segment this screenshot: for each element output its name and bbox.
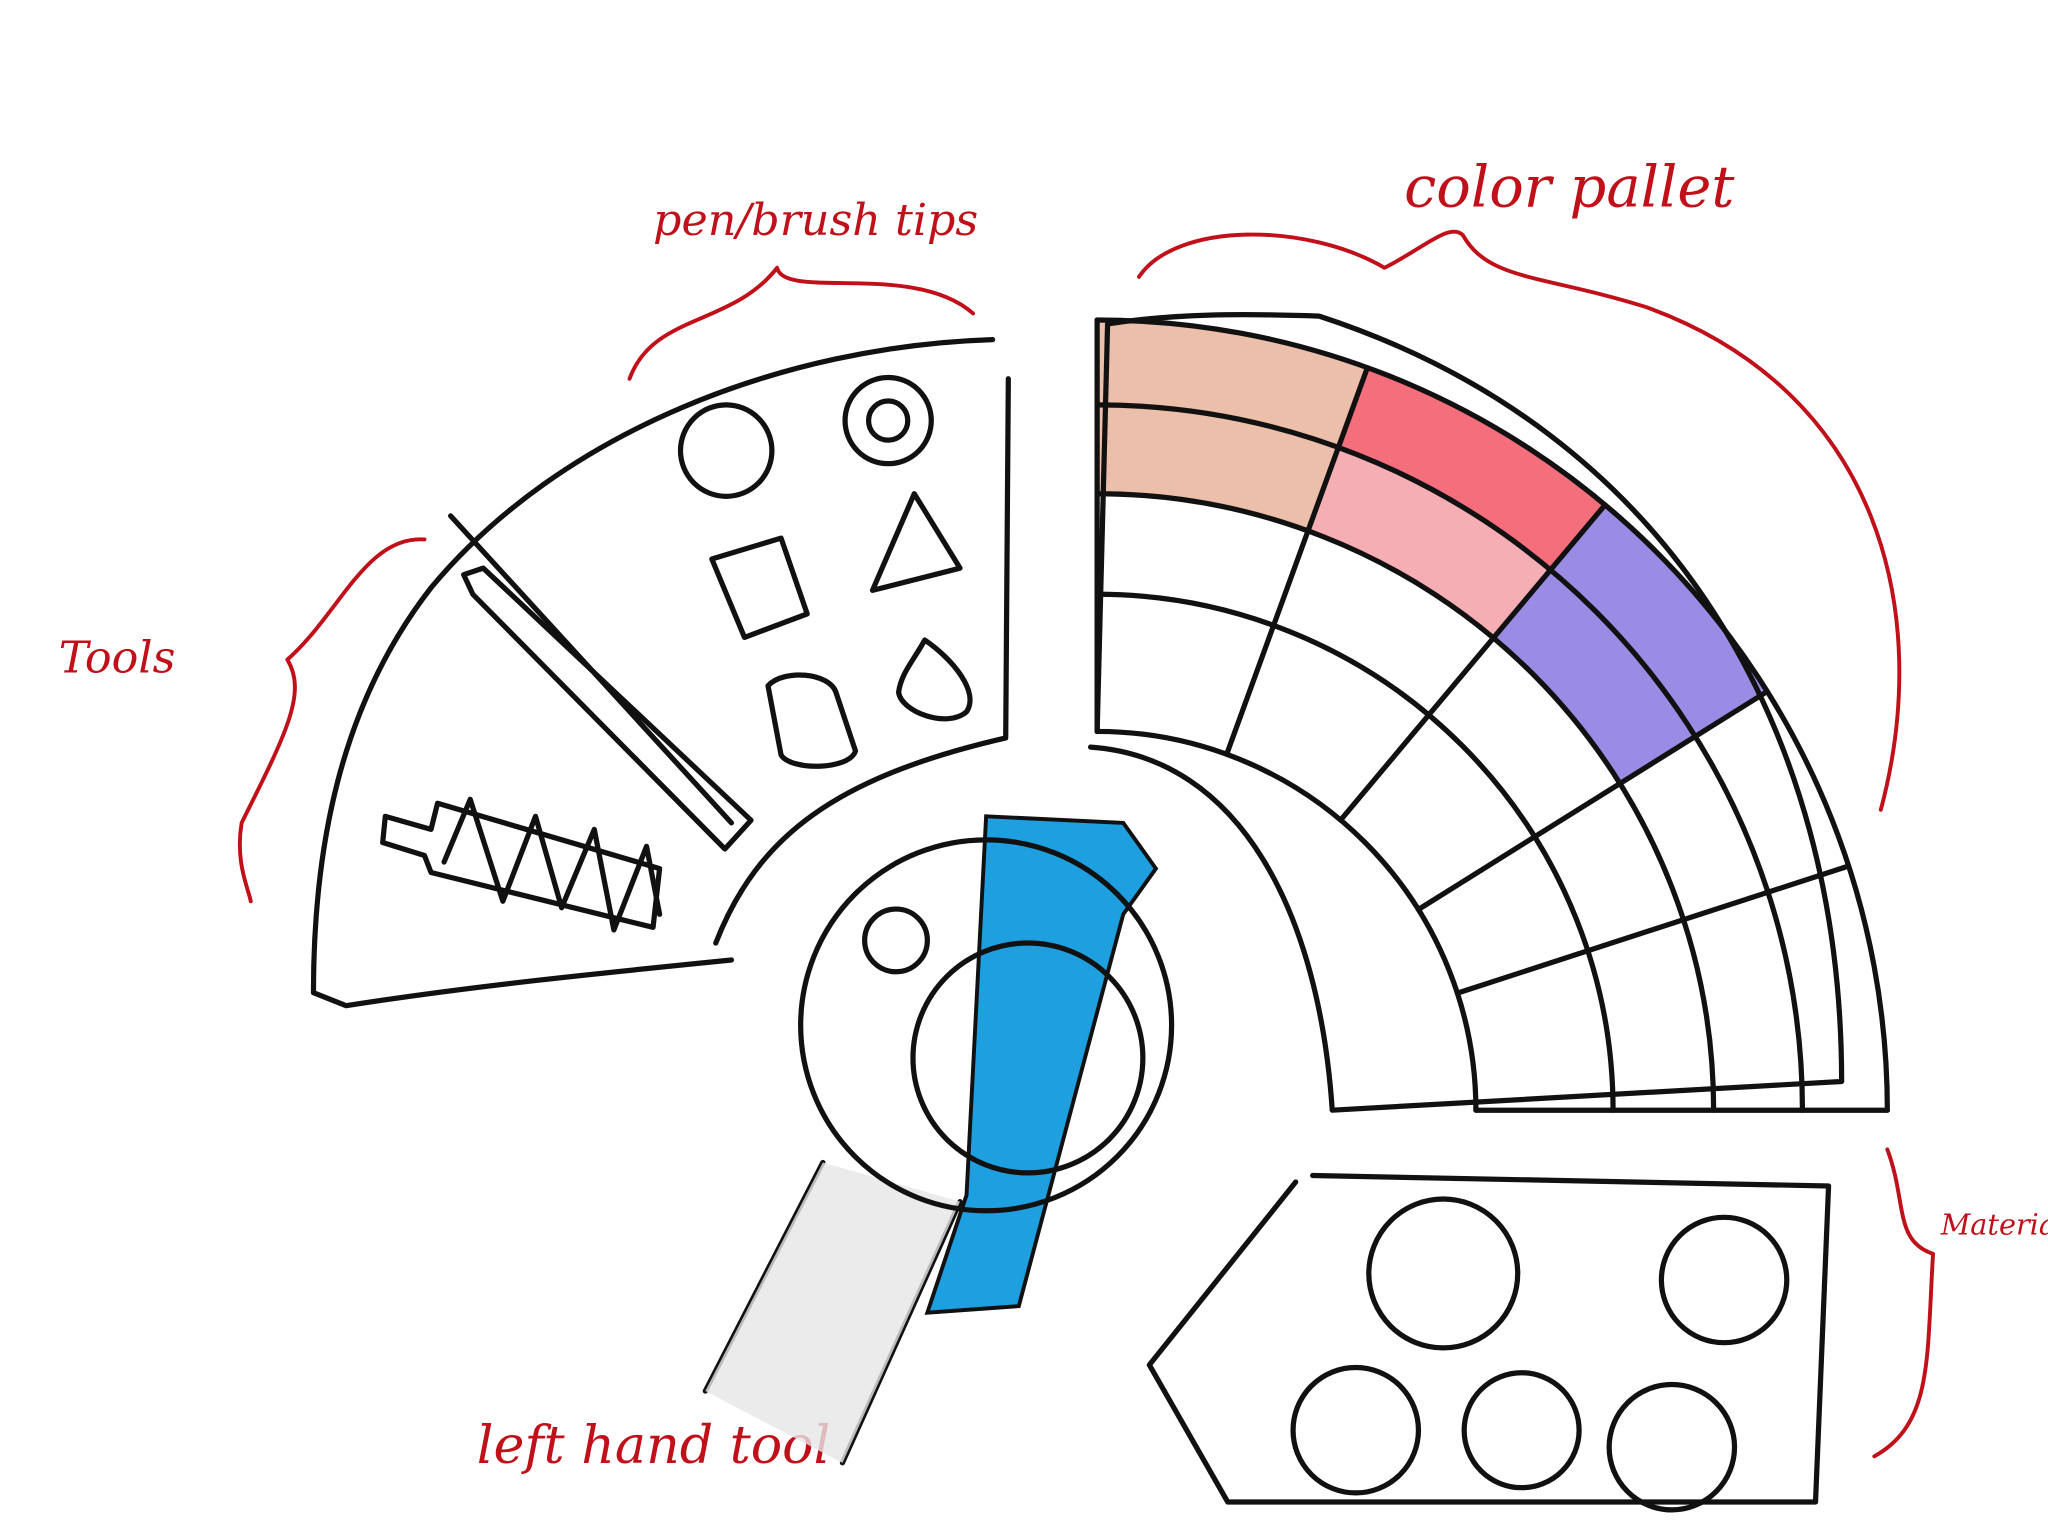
pallet-color-cell[interactable]	[1097, 320, 1368, 448]
pen-tool-icon[interactable]	[461, 565, 754, 852]
material-swatch[interactable]	[1366, 1196, 1521, 1351]
label-color-pallet: color pallet	[1404, 153, 1735, 220]
strap	[924, 814, 1159, 1315]
brace-pen-brush-tips	[627, 265, 976, 381]
square-tip-icon[interactable]	[709, 535, 810, 640]
pallet-ring	[1094, 491, 1717, 1113]
brace-tools	[237, 537, 427, 904]
triangle-tip-icon[interactable]	[869, 491, 963, 593]
material-swatch[interactable]	[1606, 1381, 1738, 1513]
label-pen-brush-tips: pen/brush tips	[653, 195, 978, 246]
tools-panel-outline	[310, 336, 1011, 1009]
pallet-color-cell[interactable]	[1097, 404, 1339, 531]
pallet-spoke	[1454, 863, 1852, 996]
color-pallet	[1094, 317, 1890, 1113]
label-left-hand-tool: left hand tool	[477, 1416, 831, 1476]
pallet-color-cell[interactable]	[1338, 367, 1606, 570]
spring-tool-icon[interactable]	[380, 796, 663, 933]
materials-panel-outline	[1146, 1172, 1832, 1505]
pallet-color-cell[interactable]	[1307, 447, 1551, 638]
cylinder-tip-icon[interactable]	[765, 672, 859, 769]
pallet-spoke	[1415, 688, 1770, 913]
pallet-ring	[1094, 317, 1890, 1113]
material-swatch[interactable]	[1290, 1364, 1422, 1496]
dial-icon[interactable]	[798, 837, 1175, 1214]
handle	[705, 1162, 960, 1463]
ring-tip-inner	[865, 398, 911, 443]
teardrop-tip-icon[interactable]	[896, 637, 973, 722]
pallet-ring	[1094, 402, 1806, 1113]
material-swatch[interactable]	[1658, 1214, 1790, 1346]
brace-color-pallet	[1136, 229, 1902, 812]
material-swatch[interactable]	[1461, 1370, 1582, 1491]
pallet-spoke	[1224, 365, 1371, 757]
pallet-ring	[1094, 728, 1479, 1113]
pallet-ring	[1094, 591, 1616, 1113]
label-tools: Tools	[59, 633, 176, 684]
ring-tip-icon[interactable]	[842, 374, 934, 467]
round-tip-icon[interactable]	[677, 402, 775, 499]
dial-small-button[interactable]	[862, 906, 930, 975]
pallet-outline	[1087, 312, 1845, 1113]
pallet-spoke	[1338, 502, 1608, 823]
label-materials: Materials	[1940, 1207, 2048, 1241]
brace-materials	[1872, 1147, 1936, 1459]
dial-main-button[interactable]	[910, 940, 1146, 1176]
pallet-color-cell[interactable]	[1493, 504, 1768, 784]
